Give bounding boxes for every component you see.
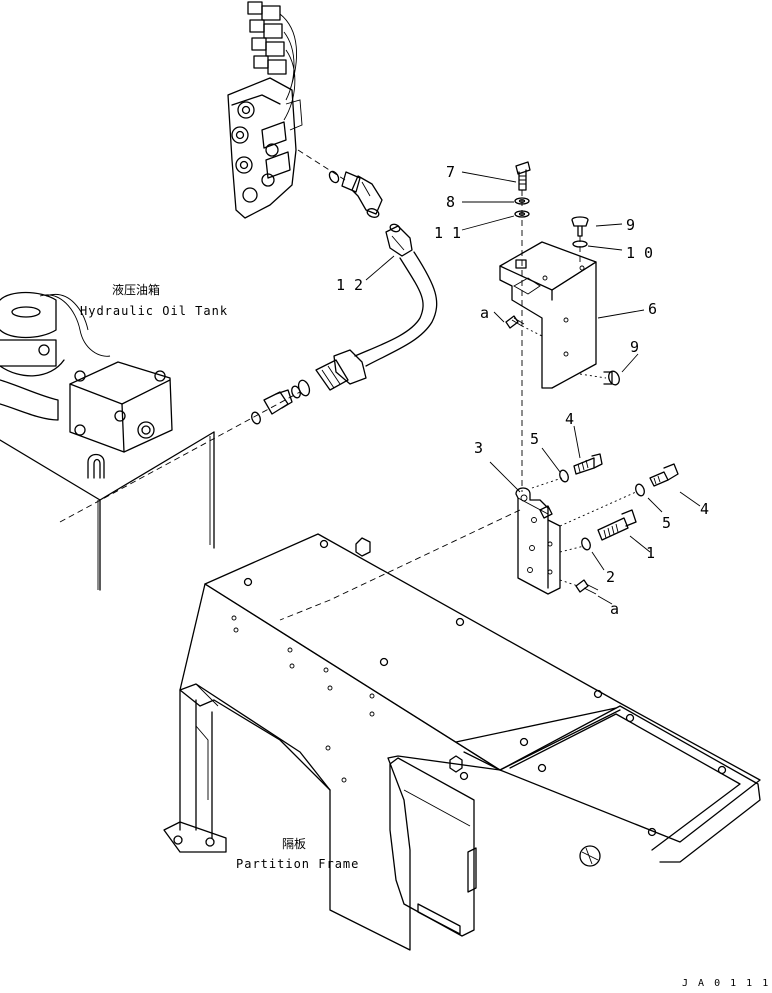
callout-a-lower: a: [610, 600, 619, 618]
self-tapping-screw-upper: [505, 315, 543, 337]
frame-caption-jp: 隔板: [282, 837, 306, 851]
tank-adapter: [251, 389, 293, 425]
hydraulic-hose: [291, 225, 438, 399]
callout-9-top: 9: [626, 216, 635, 234]
leader-lines: [365, 171, 701, 605]
cover-bracket: [499, 241, 597, 389]
callout-7: 7: [446, 163, 455, 181]
screw-side: [579, 370, 620, 386]
elbow-fitting: [341, 171, 401, 233]
partition-frame: [163, 533, 761, 951]
callout-4-middle: 4: [565, 410, 574, 428]
callout-5-right: 5: [662, 514, 671, 532]
callout-6: 6: [648, 300, 657, 318]
bolt-set-right: [559, 463, 679, 527]
callout-11: 1 1: [434, 224, 461, 242]
self-tapping-screw-lower: [559, 579, 599, 595]
callout-5-middle: 5: [530, 430, 539, 448]
callout-12: 1 2: [336, 276, 363, 294]
callout-4-right: 4: [700, 500, 709, 518]
callout-8: 8: [446, 193, 455, 211]
callout-2: 2: [606, 568, 615, 586]
callout-1: 1: [646, 544, 655, 562]
bolt-set-top: [514, 161, 589, 262]
bolt-set-lower: [559, 509, 637, 553]
tank-caption-en: Hydraulic Oil Tank: [80, 304, 228, 318]
callout-a-upper: a: [480, 304, 489, 322]
bolt-set-middle: [531, 453, 603, 489]
callout-10: 1 0: [626, 244, 653, 262]
frame-caption-en: Partition Frame: [236, 857, 359, 871]
callout-9-side: 9: [630, 338, 639, 356]
drawing-reference-code: J A 0 1 1 1 7 6: [682, 978, 772, 989]
hydraulic-oil-tank: [0, 291, 215, 591]
callout-3: 3: [474, 439, 483, 457]
mounting-bracket: [515, 487, 561, 595]
captions: 液压油箱 Hydraulic Oil Tank 隔板 Partition Fra…: [80, 282, 772, 989]
control-valve-assembly: [227, 1, 303, 219]
tank-caption-jp: 液压油箱: [112, 282, 160, 297]
callout-labels: 7 8 1 1 9 1 0 6 9 1 2 a 3 5 4 4 5 1 2 a: [336, 163, 709, 618]
